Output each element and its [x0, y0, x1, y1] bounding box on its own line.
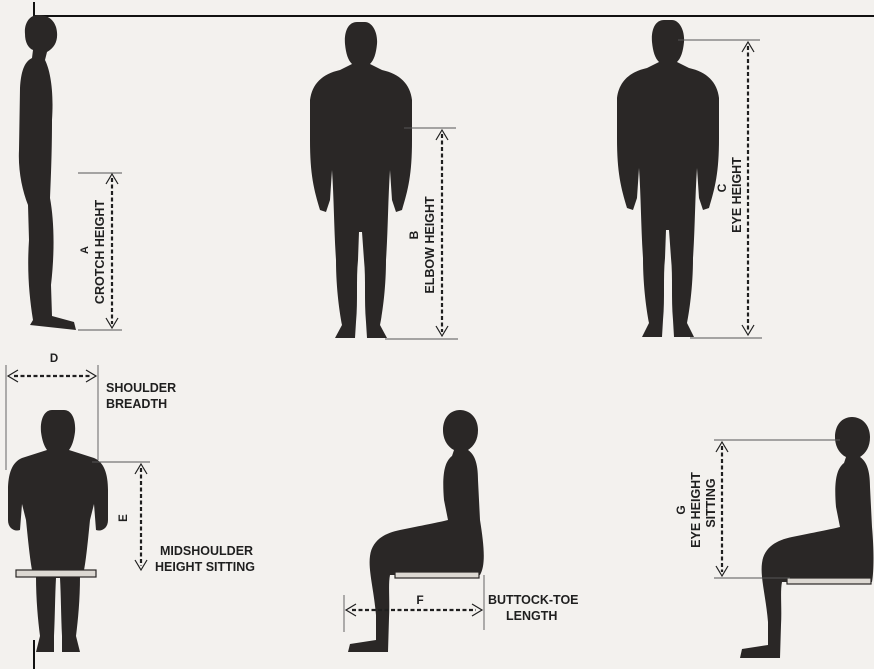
label-b-letter: B — [407, 230, 421, 239]
figure-c-front-standing — [617, 20, 719, 337]
label-a-letter: A — [79, 246, 91, 254]
label-d-breadth: BREADTH — [106, 397, 167, 411]
frame-top-left — [34, 2, 874, 16]
label-d-letter: D — [50, 353, 58, 365]
label-c-eye-height: EYE HEIGHT — [730, 157, 744, 233]
label-b-elbow-height: ELBOW HEIGHT — [423, 196, 437, 294]
label-f-buttock-toe: BUTTOCK-TOE — [488, 593, 579, 607]
label-g-sitting: SITTING — [704, 478, 718, 527]
label-g-letter: G — [674, 505, 688, 514]
figure-g-side-seated — [740, 417, 874, 658]
figure-a-side-standing — [19, 15, 76, 330]
figure-f-side-seated — [348, 410, 484, 652]
label-e-letter: E — [118, 514, 130, 522]
label-e-height-sitting: HEIGHT SITTING — [155, 560, 255, 574]
dimension-f — [344, 575, 484, 632]
figure-b-front-standing — [310, 22, 412, 338]
label-d-shoulder: SHOULDER — [106, 381, 176, 395]
label-f-letter: F — [416, 593, 423, 607]
label-e-midshoulder: MIDSHOULDER — [160, 544, 253, 558]
label-c-letter: C — [715, 183, 729, 192]
label-f-length: LENGTH — [506, 609, 557, 623]
label-g-eye-height: EYE HEIGHT — [689, 472, 703, 548]
label-a-crotch-height: CROTCH HEIGHT — [93, 200, 107, 305]
figure-de-back-seated — [8, 410, 108, 652]
